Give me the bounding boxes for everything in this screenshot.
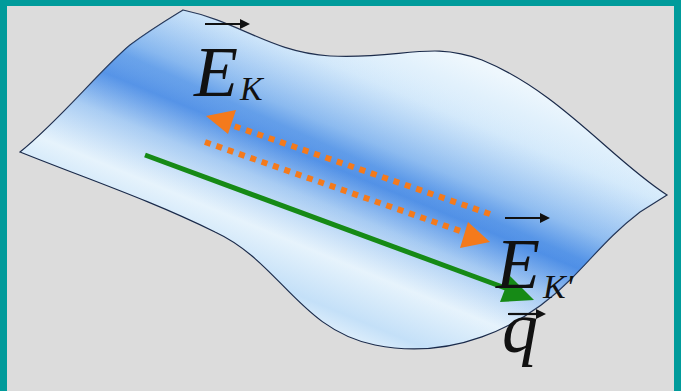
vector-accents — [205, 19, 550, 319]
subscript: K' — [543, 270, 573, 304]
vector-symbol: q — [502, 292, 538, 364]
subscript: K — [240, 72, 263, 106]
vector-symbol: E — [496, 228, 540, 300]
sheet-surface — [20, 10, 667, 349]
energy-arrow-k-prime — [205, 142, 466, 233]
arrow-head — [460, 222, 490, 248]
sheet-shading — [20, 10, 667, 349]
background — [7, 6, 674, 391]
arrow-head — [206, 110, 236, 134]
wavevector-arrow — [145, 155, 508, 289]
vector-symbol: E — [194, 36, 238, 108]
